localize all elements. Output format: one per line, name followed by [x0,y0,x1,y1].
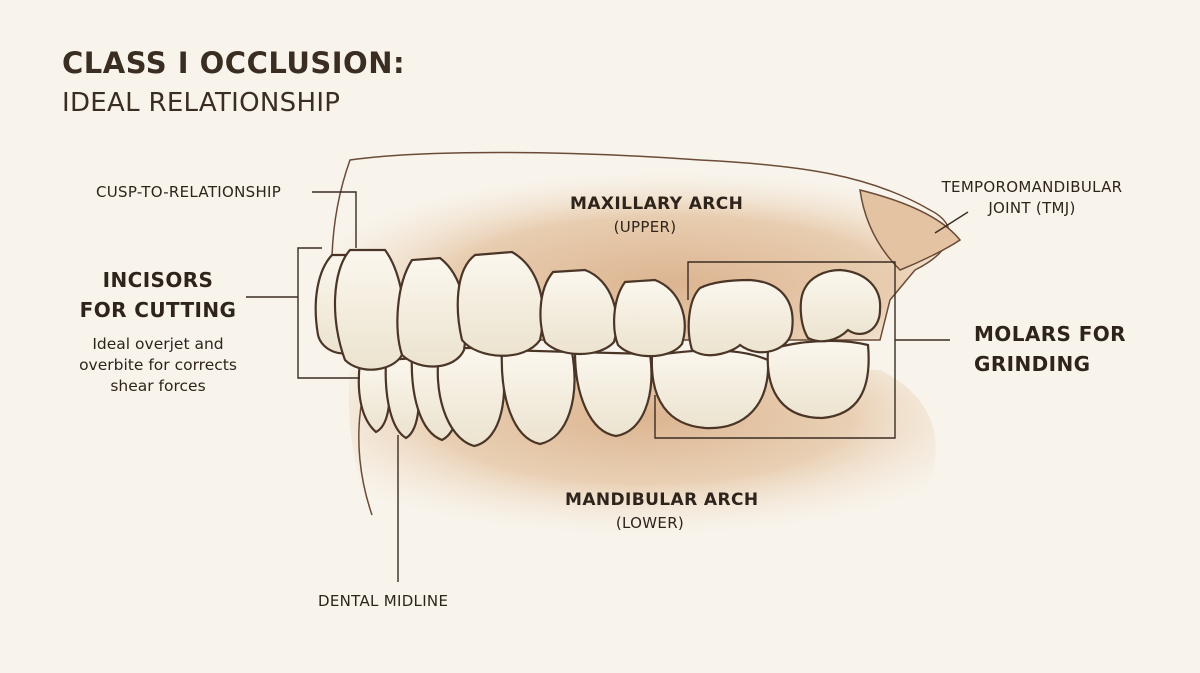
upper-premolar-2 [539,268,618,356]
mandibular-teeth [357,339,870,448]
mandibular-arch-note: (LOWER) [615,514,685,532]
tmj-label: TEMPOROMANDIBULAR JOINT (TMJ) [922,178,1142,217]
incisors-description: Ideal overjet and overbite for corrects … [58,334,258,397]
mandibular-arch-name: MANDIBULAR ARCH [565,490,759,510]
maxillary-arch-note: (UPPER) [613,218,677,236]
dental-midline-label: DENTAL MIDLINE [318,592,449,610]
cusp-label: CUSP-TO-RELATIONSHIP [96,183,282,201]
lower-premolar-3 [573,350,653,438]
lower-premolar-2 [500,348,576,446]
incisors-desc-line-3: shear forces [110,377,206,395]
tmj-leader [934,211,969,234]
incisors-desc-line-1: Ideal overjet and [92,335,224,353]
molars-lower-bracket [654,340,896,439]
upper-premolar-1 [456,250,544,357]
upper-molar-1 [687,278,794,357]
maxillary-arch-label: MAXILLARY ARCH (UPPER) [570,194,744,236]
tmj-tissue [859,189,962,271]
incisors-bracket [297,247,360,379]
incisors-label: INCISORS FOR CUTTING Ideal overjet and o… [58,268,258,397]
tmj-line-1: TEMPOROMANDIBULAR [941,178,1123,196]
incisors-heading-line-2: FOR CUTTING [79,298,237,322]
mandibular-arch-label: MANDIBULAR ARCH (LOWER) [565,490,759,532]
diagram-title: CLASS I OCCLUSION: [62,46,406,80]
molars-heading-line-1: MOLARS FOR [974,322,1126,346]
cusp-leader [312,191,357,248]
incisors-desc-line-2: overbite for corrects [79,356,237,374]
maxillary-teeth [314,248,882,371]
incisors-heading-line-1: INCISORS [102,268,214,292]
diagram-subtitle: IDEAL RELATIONSHIP [62,88,341,118]
upper-premolar-3 [613,278,686,358]
maxillary-arch-name: MAXILLARY ARCH [570,194,744,214]
annotation-lines [246,191,969,582]
upper-incisor-lateral [333,248,406,371]
tmj-line-2: JOINT (TMJ) [988,199,1076,217]
lower-lip-outline [358,399,373,516]
molars-upper-bracket [687,261,896,340]
upper-molar-2 [799,268,882,343]
molars-label: MOLARS FOR GRINDING [974,322,1126,376]
molars-heading-line-2: GRINDING [974,352,1091,376]
